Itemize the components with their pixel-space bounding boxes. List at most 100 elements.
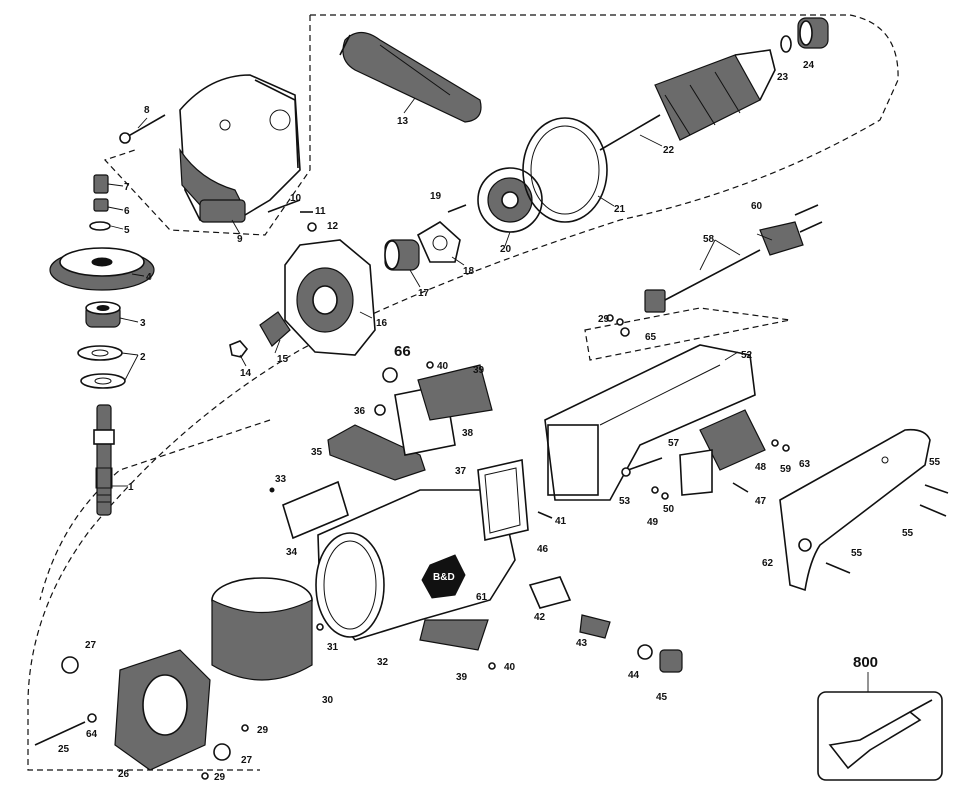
- part-labels: 1 2 3 4 5 6 7 8 9 10 11 12 13 14 15 16 1…: [58, 60, 941, 783]
- gasket-part: [477, 459, 529, 541]
- brush-assembly-parts: [528, 511, 683, 673]
- label-part-19: 19: [430, 191, 442, 202]
- label-part-64: 64: [86, 729, 98, 740]
- field-hardware: [34, 623, 324, 780]
- label-part-33: 33: [275, 474, 287, 485]
- label-part-9: 9: [237, 234, 243, 245]
- label-part-29c: 29: [214, 772, 226, 783]
- label-part-39a: 39: [473, 365, 485, 376]
- cord-terminals: [606, 314, 630, 337]
- spindle-part: [93, 404, 115, 516]
- label-part-59: 59: [780, 464, 792, 475]
- armature-bearing-part: [384, 239, 420, 271]
- label-part-57: 57: [668, 438, 680, 449]
- label-part-3: 3: [140, 318, 146, 329]
- label-part-20: 20: [500, 244, 512, 255]
- label-part-10: 10: [290, 193, 302, 204]
- o-ring-part: [382, 367, 398, 383]
- handle-cover-screws: [825, 484, 949, 574]
- label-part-39b: 39: [456, 672, 468, 683]
- label-part-16: 16: [376, 318, 388, 329]
- label-part-38: 38: [462, 428, 474, 439]
- rear-bearing-parts: [780, 17, 829, 53]
- label-part-23: 23: [777, 72, 789, 83]
- washers-part: [77, 345, 126, 389]
- label-part-29a: 29: [598, 314, 610, 325]
- label-part-50: 50: [663, 504, 675, 515]
- label-part-44: 44: [628, 670, 640, 681]
- label-part-31: 31: [327, 642, 339, 653]
- label-part-21: 21: [614, 204, 626, 215]
- label-part-27b: 27: [241, 755, 253, 766]
- label-part-35: 35: [311, 447, 323, 458]
- label-part-36: 36: [354, 406, 366, 417]
- bearing-plate-part: [284, 239, 376, 356]
- label-part-7: 7: [124, 182, 130, 193]
- label-part-34: 34: [286, 547, 298, 558]
- label-part-8: 8: [144, 105, 150, 116]
- label-part-27a: 27: [85, 640, 97, 651]
- handle-cover-part: [779, 428, 931, 592]
- label-part-65: 65: [645, 332, 657, 343]
- bearing-retainer: [416, 204, 467, 263]
- armature-part: [599, 49, 776, 151]
- bevel-gear-part: [49, 247, 155, 291]
- gear-case-dashed-group: [103, 15, 311, 236]
- accessory-inset-box: [817, 691, 943, 781]
- label-part-55a: 55: [929, 457, 941, 468]
- label-part-2: 2: [140, 352, 146, 363]
- field-coil-part: [114, 649, 211, 771]
- handle-screws: [621, 439, 790, 500]
- power-cord-part: [644, 204, 823, 313]
- field-baffle-band: [211, 577, 313, 681]
- handle-housing-part: [544, 344, 756, 501]
- label-part-46: 46: [537, 544, 549, 555]
- small-washer-nut-parts: [89, 174, 111, 231]
- label-part-30: 30: [322, 695, 334, 706]
- label-part-61: 61: [476, 592, 488, 603]
- leader-lines: [107, 97, 773, 487]
- label-part-11: 11: [315, 206, 326, 217]
- label-part-62: 62: [762, 558, 774, 569]
- label-part-26: 26: [118, 769, 130, 780]
- motor-housing-part: [315, 489, 516, 641]
- label-part-37: 37: [455, 466, 467, 477]
- label-part-32: 32: [377, 657, 389, 668]
- label-part-66: 66: [394, 343, 411, 360]
- label-part-800: 800: [853, 654, 878, 671]
- label-part-15: 15: [277, 354, 289, 365]
- label-part-40a: 40: [437, 361, 449, 372]
- label-part-55b: 55: [902, 528, 914, 539]
- brush-holder-bracket: [327, 404, 426, 481]
- label-part-53: 53: [619, 496, 631, 507]
- label-part-1: 1: [128, 482, 134, 493]
- lower-group-dashed: [39, 419, 271, 601]
- label-part-41: 41: [555, 516, 567, 527]
- label-part-29b: 29: [257, 725, 269, 736]
- label-part-6: 6: [124, 206, 130, 217]
- label-part-42: 42: [534, 612, 546, 623]
- fan-part: [477, 167, 543, 233]
- label-part-43: 43: [576, 638, 588, 649]
- side-handle-part: [339, 31, 482, 123]
- label-part-60: 60: [751, 201, 763, 212]
- label-part-52: 52: [741, 350, 753, 361]
- switch-part: [679, 409, 766, 496]
- label-part-55c: 55: [851, 548, 863, 559]
- baffle-ring-part: [522, 117, 608, 223]
- label-part-58: 58: [703, 234, 715, 245]
- label-part-13: 13: [397, 116, 409, 127]
- label-part-14: 14: [240, 368, 252, 379]
- brush-box-parts: [394, 361, 496, 670]
- label-part-45: 45: [656, 692, 668, 703]
- label-part-12: 12: [327, 221, 339, 232]
- label-part-25: 25: [58, 744, 70, 755]
- gear-case-part: [179, 74, 301, 223]
- label-part-5: 5: [124, 225, 130, 236]
- label-part-47: 47: [755, 496, 767, 507]
- brand-logo-text: B&D: [433, 572, 455, 583]
- label-part-22: 22: [663, 145, 675, 156]
- label-part-49: 49: [647, 517, 659, 528]
